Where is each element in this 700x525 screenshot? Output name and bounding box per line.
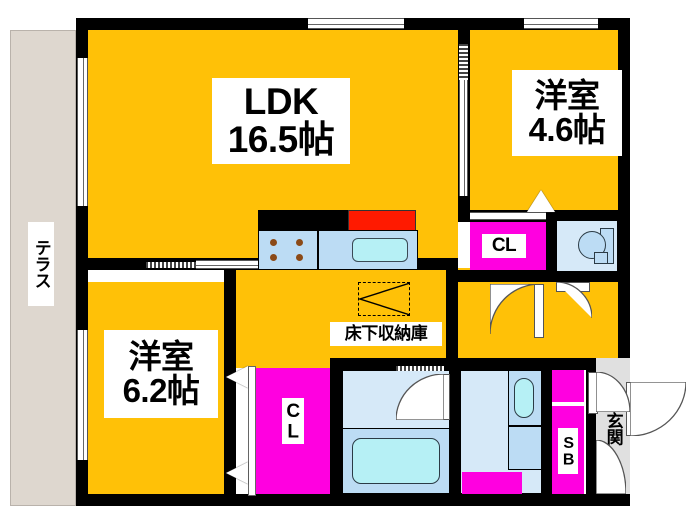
bedroom1-door-track[interactable] <box>470 212 546 220</box>
kitchen-sink <box>352 238 408 262</box>
closet1-label: CL <box>482 234 526 258</box>
ldk-label-line1: LDK <box>243 81 319 123</box>
window-ldk-north[interactable] <box>308 18 404 29</box>
closet2-label: CL <box>282 398 304 444</box>
door-hall-swing[interactable] <box>490 284 540 336</box>
kitchen-fire-panel <box>348 210 416 232</box>
bedroom2-label: 洋室 6.2帖 <box>104 330 218 418</box>
wall-south <box>76 494 630 506</box>
sliding-door-ldk-bedroom2[interactable] <box>196 260 258 269</box>
under-floor-storage-hinge <box>358 282 410 316</box>
genkan-label: 玄関 <box>603 411 623 445</box>
door-toilet-swing <box>556 282 592 319</box>
bedroom1-label-line1: 洋室 <box>534 77 601 115</box>
bedroom1-label-line2: 4.6帖 <box>528 111 606 148</box>
wall-hall-south <box>330 358 630 370</box>
window-bedroom2-west[interactable] <box>77 330 88 460</box>
window-bedroom1-north[interactable] <box>524 18 598 29</box>
toilet-base <box>594 252 608 264</box>
hall-floor-mid <box>458 268 482 370</box>
window-ldk-west[interactable] <box>77 58 88 206</box>
closet2-door-arrow-top <box>226 366 248 388</box>
sliding-door-ldk-bedroom1[interactable] <box>459 80 468 196</box>
wall-genkan-west <box>586 358 596 506</box>
door-entrance-swing <box>630 382 686 436</box>
kitchen-cooktop <box>258 230 318 270</box>
sliding-door-ldk-bedroom2-dots[interactable] <box>146 262 202 268</box>
burner-1 <box>270 239 277 246</box>
wall-closet1-south <box>458 270 630 282</box>
wall-closet2-east <box>330 358 342 506</box>
ldk-label: LDK 16.5帖 <box>212 78 350 164</box>
washroom-step <box>508 426 542 470</box>
bedroom2-label-line2: 6.2帖 <box>122 372 200 409</box>
terrace-label: テラス <box>28 222 54 306</box>
wall-toilet-west <box>546 210 556 282</box>
shoe-box-upper <box>552 370 584 402</box>
burner-4 <box>296 254 303 261</box>
door-washroom-swing <box>596 372 630 412</box>
door-genkan-inner-swing <box>596 440 626 494</box>
ldk-label-line2: 16.5帖 <box>227 119 335 160</box>
washing-machine-space <box>462 472 522 494</box>
door-bathroom-swing <box>396 374 444 420</box>
ldk-floor-lower <box>224 268 458 368</box>
bathtub <box>352 438 440 484</box>
sliding-door-ldk-bedroom1-dots[interactable] <box>459 44 468 80</box>
genkan-hall-floor <box>596 358 630 372</box>
bedroom2-label-line1: 洋室 <box>128 338 195 376</box>
washbasin <box>514 378 534 418</box>
kitchen-back-wall <box>258 210 350 230</box>
door-hall-panel[interactable] <box>534 284 544 338</box>
wall-washroom-east <box>542 358 552 506</box>
closet2-door-arrow-bottom <box>226 462 248 484</box>
burner-3 <box>270 254 277 261</box>
under-floor-storage-label: 床下収納庫 <box>330 322 442 346</box>
burner-2 <box>296 239 303 246</box>
bathroom-vent <box>396 366 444 371</box>
bedroom1-door-arrow <box>527 190 555 212</box>
wall-bath-east <box>450 358 460 506</box>
wall-ldk-hall-divider <box>446 258 458 370</box>
closet2-door-track[interactable] <box>248 366 256 496</box>
bedroom1-label: 洋室 4.6帖 <box>512 70 622 156</box>
shoe-box-label: SB <box>558 428 578 474</box>
